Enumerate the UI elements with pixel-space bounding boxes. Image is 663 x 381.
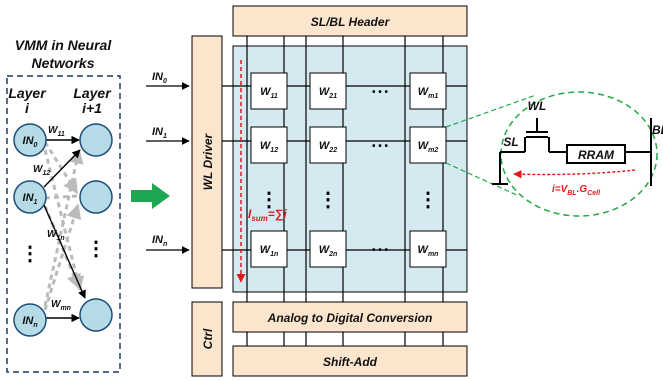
- node-out-m: [79, 298, 113, 332]
- svg-text:INn: INn: [22, 315, 37, 329]
- wl-driver-label: WL Driver: [201, 132, 215, 190]
- array-input-in0: IN0: [146, 71, 190, 90]
- zoom-line-bottom: [445, 162, 520, 197]
- layer-i-label: Layer: [8, 85, 47, 101]
- vmm-title-line1: VMM in Neural: [15, 37, 113, 53]
- vmm-title-line2: Networks: [31, 55, 94, 71]
- svg-text:Wm2: Wm2: [418, 140, 439, 154]
- cell-w2n: W2n: [309, 230, 347, 268]
- cell-wm2: Wm2: [409, 126, 447, 164]
- adc-label: Analog to Digital Conversion: [267, 311, 433, 325]
- green-arrow: [131, 183, 170, 209]
- array-hdots-row1: • • •: [372, 87, 389, 98]
- nn-weight-w11: W11: [48, 125, 65, 138]
- array-hdots-row2: • • •: [372, 141, 389, 152]
- svg-text:W11: W11: [260, 86, 278, 100]
- nn-weight-wmn: Wmn: [51, 299, 71, 312]
- svg-text:IN1: IN1: [23, 192, 38, 206]
- bl-label: BL: [652, 123, 663, 137]
- nn-dashed-box: [6, 75, 121, 373]
- node-out-2: [79, 180, 113, 214]
- cell-current-equation: i=VBL.GCell: [552, 184, 601, 197]
- nn-gray-connections: [43, 141, 85, 311]
- nn-weight-connections: [43, 135, 86, 323]
- node-out-1: [79, 123, 113, 157]
- adc-block: [232, 301, 468, 333]
- svg-text:W2n: W2n: [319, 244, 338, 258]
- svg-text:IN0: IN0: [23, 135, 38, 149]
- svg-text:IN0: IN0: [152, 71, 167, 85]
- nn-vdots-left: ⋮: [20, 243, 40, 265]
- cell-w22: W22: [309, 126, 347, 164]
- sl-label: SL: [503, 135, 518, 149]
- cell-w21: W21: [309, 72, 347, 110]
- node-in0: IN0: [13, 123, 47, 157]
- shift-add-block: [232, 345, 468, 377]
- rram-label: RRAM: [578, 148, 615, 162]
- svg-text:W12: W12: [260, 140, 278, 154]
- rram-element: [566, 144, 626, 164]
- shift-add-label: Shift-Add: [323, 355, 378, 369]
- wl-driver-block: [191, 35, 223, 289]
- svg-text:W22: W22: [319, 140, 337, 154]
- node-in1: IN1: [13, 180, 47, 214]
- ctrl-block: [191, 301, 223, 377]
- layer-i-index: i: [25, 100, 30, 116]
- wl-label: WL: [528, 99, 547, 113]
- svg-text:INn: INn: [152, 234, 167, 248]
- cell-wm1: Wm1: [409, 72, 447, 110]
- sl-bl-header-block: [232, 5, 468, 37]
- sl-bl-header-label: SL/BL Header: [311, 15, 391, 29]
- array-hdots-rown: • • •: [372, 245, 389, 256]
- svg-text:W21: W21: [319, 86, 337, 100]
- cell-wmn: Wmn: [409, 230, 447, 268]
- cell-current-arrow: [513, 169, 636, 179]
- array-input-in1: IN1: [146, 126, 190, 145]
- adc-shift-connectors: [246, 332, 444, 346]
- cell-w12: W12: [250, 126, 288, 164]
- cell-w1n: W1n: [250, 230, 288, 268]
- svg-text:W1n: W1n: [260, 244, 279, 258]
- nn-weight-w12: W12: [33, 164, 50, 177]
- svg-text:IN1: IN1: [152, 126, 167, 140]
- layer-i1-index: i+1: [82, 100, 102, 116]
- access-transistor: [492, 118, 652, 186]
- layer-i1-label: Layer: [73, 85, 112, 101]
- svg-text:Wm1: Wm1: [418, 86, 439, 100]
- svg-text:Wmn: Wmn: [418, 244, 439, 258]
- array-vdots-colm: ⋮: [418, 189, 438, 211]
- nn-vdots-right: ⋮: [86, 238, 106, 260]
- array-vdots-col2: ⋮: [318, 189, 338, 211]
- ctrl-label: Ctrl: [201, 328, 215, 349]
- nn-weight-w1n: W1n: [47, 229, 65, 242]
- cell-w11: W11: [250, 72, 288, 110]
- array-input-inn: INn: [146, 234, 190, 254]
- isum-label: Isum=∑i: [248, 207, 287, 223]
- array-vdots-col1: ⋮: [259, 189, 279, 211]
- node-inn: INn: [13, 303, 47, 337]
